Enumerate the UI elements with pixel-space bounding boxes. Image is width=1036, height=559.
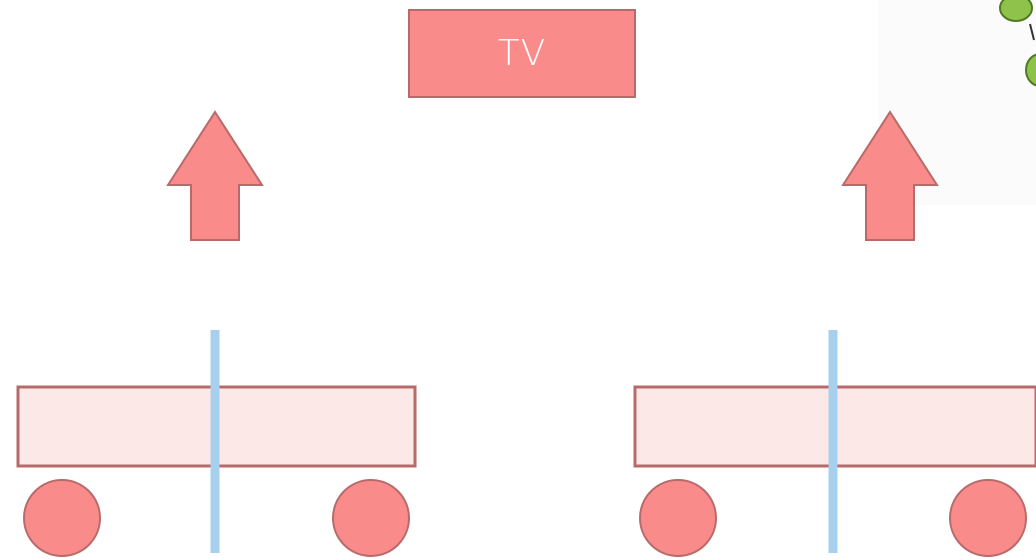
arrow-up-icon: [841, 110, 939, 241]
cart-wheel: [332, 479, 410, 557]
leaf-icon: [999, 0, 1033, 22]
cart-left: [16, 330, 417, 557]
cart-wheel: [949, 479, 1027, 557]
cart-wheel: [639, 479, 717, 557]
leaf-icon: [1025, 53, 1036, 87]
arrow-left: [166, 110, 264, 241]
cart-right: [633, 330, 1036, 557]
tv-label: TV: [497, 33, 547, 74]
cart-wheel: [23, 479, 101, 557]
arrow-up-icon: [166, 110, 264, 241]
arrow-right: [841, 110, 939, 241]
tv-box: TV: [408, 9, 636, 98]
